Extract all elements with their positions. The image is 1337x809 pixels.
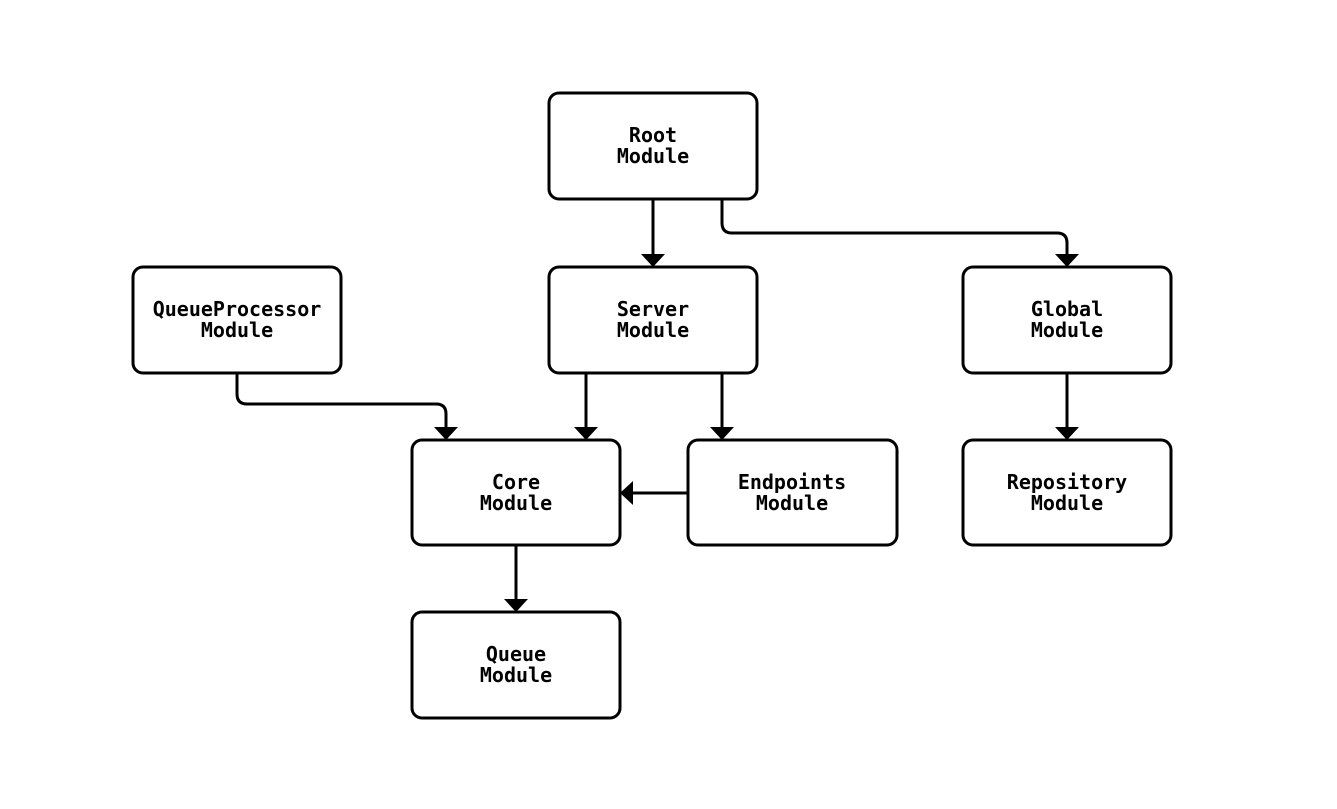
node-box bbox=[547, 265, 759, 375]
node-label-line2: Module bbox=[480, 491, 552, 515]
svg-text:QueueProcessor: QueueProcessor bbox=[153, 297, 322, 321]
node-endpoints-module: Endpoints Module bbox=[686, 438, 899, 547]
node-queueprocessor-module: QueueProcessor Module bbox=[131, 265, 343, 375]
svg-text:Queue: Queue bbox=[486, 642, 546, 666]
svg-text:Module: Module bbox=[617, 144, 689, 168]
edge-root-to-global bbox=[720, 199, 1079, 267]
node-label-line1: Endpoints bbox=[738, 470, 846, 494]
node-core-module: Core Module bbox=[410, 438, 622, 547]
node-label-line2: Module bbox=[617, 318, 689, 342]
node-label-line1: Queue bbox=[486, 642, 546, 666]
node-label-line2: Module bbox=[1031, 491, 1103, 515]
node-box bbox=[547, 91, 759, 201]
node-label-line2: Module bbox=[201, 318, 273, 342]
nodes-layer: Root Module QueueProcessor Module Server… bbox=[131, 91, 1173, 720]
node-repository-module: Repository Module bbox=[961, 438, 1173, 547]
node-box bbox=[961, 265, 1173, 375]
svg-text:Server: Server bbox=[617, 297, 689, 321]
node-server-module: Server Module bbox=[547, 265, 759, 375]
edges-layer bbox=[235, 199, 1079, 612]
node-label-line1: Root bbox=[629, 123, 677, 147]
node-box bbox=[686, 438, 899, 547]
node-label-line2: Module bbox=[617, 144, 689, 168]
node-root-module: Root Module bbox=[547, 91, 759, 201]
node-box bbox=[410, 610, 622, 720]
node-label-line1: Core bbox=[492, 470, 540, 494]
node-label-line1: QueueProcessor bbox=[153, 297, 322, 321]
svg-text:Endpoints: Endpoints bbox=[738, 470, 846, 494]
svg-text:Module: Module bbox=[1031, 491, 1103, 515]
node-box bbox=[131, 265, 343, 375]
svg-text:Repository: Repository bbox=[1007, 470, 1127, 494]
node-box bbox=[410, 438, 622, 547]
svg-text:Module: Module bbox=[480, 663, 552, 687]
svg-text:Module: Module bbox=[756, 491, 828, 515]
node-box bbox=[961, 438, 1173, 547]
svg-text:Module: Module bbox=[617, 318, 689, 342]
svg-text:Module: Module bbox=[480, 491, 552, 515]
svg-text:Core: Core bbox=[492, 470, 540, 494]
node-label-line1: Server bbox=[617, 297, 689, 321]
node-label-line1: Repository bbox=[1007, 470, 1127, 494]
node-label-line2: Module bbox=[1031, 318, 1103, 342]
svg-text:Module: Module bbox=[201, 318, 273, 342]
svg-text:Root: Root bbox=[629, 123, 677, 147]
edge-queueprocessor-to-core bbox=[235, 373, 458, 440]
node-label-line2: Module bbox=[480, 663, 552, 687]
node-queue-module: Queue Module bbox=[410, 610, 622, 720]
node-global-module: Global Module bbox=[961, 265, 1173, 375]
node-label-line1: Global bbox=[1031, 297, 1103, 321]
svg-text:Module: Module bbox=[1031, 318, 1103, 342]
svg-text:Global: Global bbox=[1031, 297, 1103, 321]
node-label-line2: Module bbox=[756, 491, 828, 515]
